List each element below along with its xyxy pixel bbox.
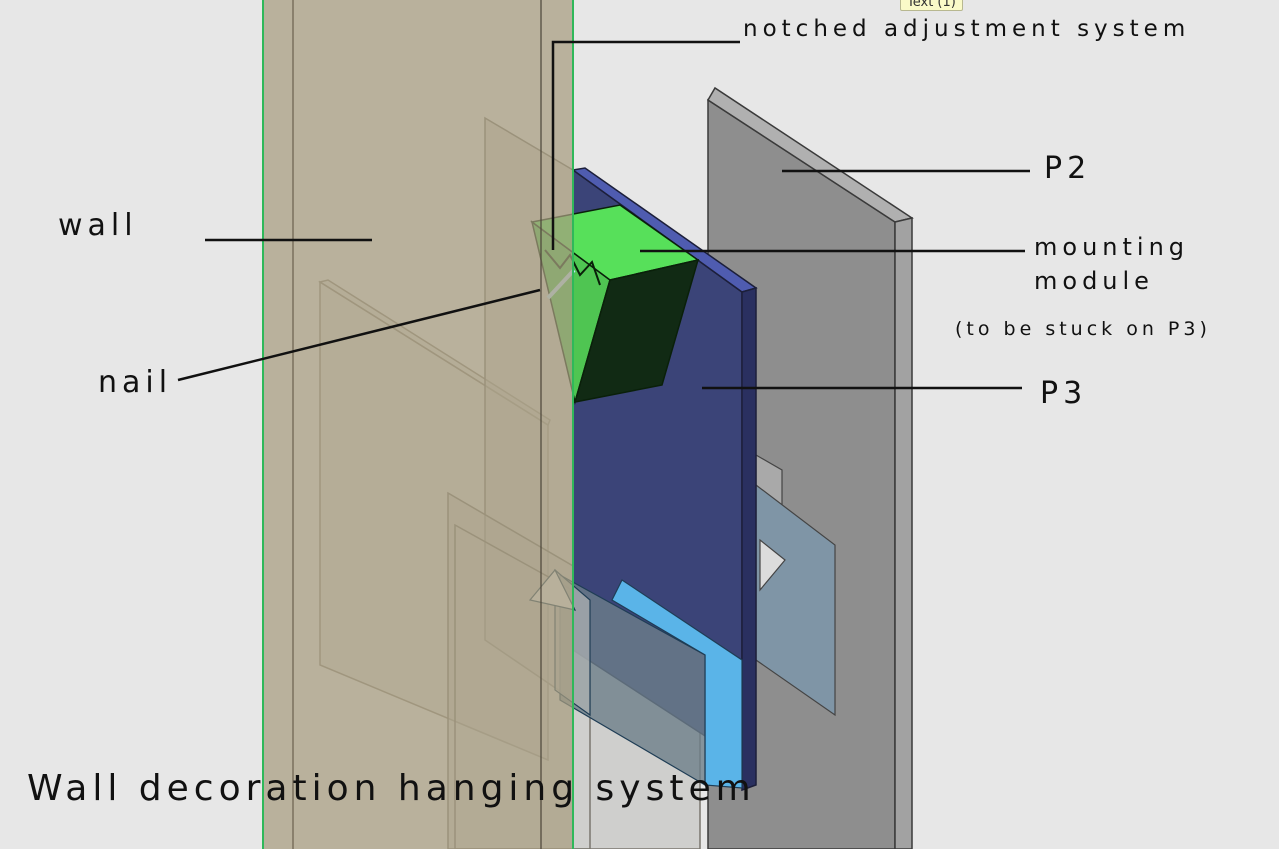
label-p2[interactable]: P2 bbox=[1044, 151, 1092, 186]
label-p3[interactable]: P3 bbox=[1040, 376, 1088, 411]
leader-nail bbox=[177, 288, 541, 382]
tooltip: Text (1) bbox=[900, 0, 963, 11]
label-module[interactable]: module bbox=[1034, 267, 1154, 295]
label-wall[interactable]: wall bbox=[58, 208, 138, 243]
leader-notched bbox=[551, 40, 740, 250]
leader-lines bbox=[177, 40, 1030, 390]
label-mounting[interactable]: mounting bbox=[1034, 233, 1190, 261]
label-notched-adjustment[interactable]: notched adjustment system bbox=[743, 16, 1191, 42]
wall[interactable] bbox=[262, 0, 574, 849]
diagram-title[interactable]: Wall decoration hanging system bbox=[27, 768, 756, 809]
label-nail[interactable]: nail bbox=[98, 365, 173, 400]
label-mounting-note[interactable]: (to be stuck on P3) bbox=[955, 318, 1211, 340]
